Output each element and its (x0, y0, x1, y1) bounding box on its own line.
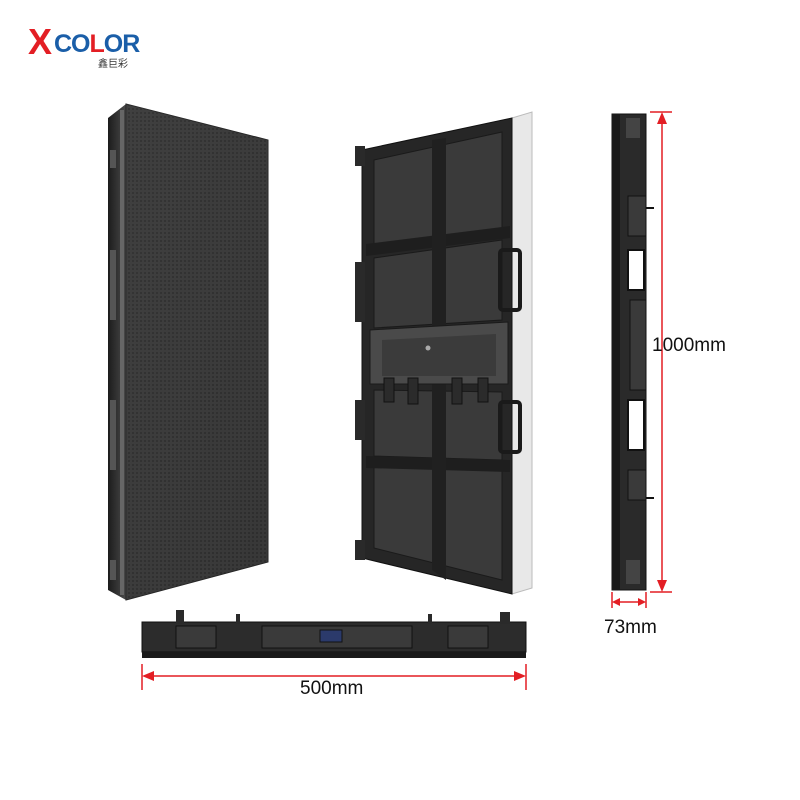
handle (498, 400, 522, 454)
side-view-profile (611, 113, 654, 591)
side-latch (110, 250, 116, 320)
logo-co: CO (54, 30, 90, 58)
height-dimension (650, 111, 672, 593)
logo-r: R (122, 30, 140, 58)
xcolor-logo: X COLOR 鑫巨彩 (28, 21, 148, 71)
logo-o: O (103, 30, 123, 58)
logo-l: L (89, 30, 105, 58)
handle (498, 248, 522, 312)
connector (477, 377, 489, 403)
front-view-panel (108, 103, 269, 601)
side-latch (110, 400, 116, 470)
connector (383, 377, 395, 403)
side-latch (110, 560, 116, 580)
width-dimension-label: 500mm (300, 678, 364, 699)
side-latch (110, 150, 116, 168)
depth-dimension (611, 592, 647, 608)
width-dimension (141, 664, 527, 690)
logo-chinese-name: 鑫巨彩 (98, 59, 128, 70)
logo-x-letter: X (28, 21, 53, 62)
height-dimension-label: 1000mm (652, 335, 726, 356)
depth-dimension-label: 73mm (604, 617, 657, 638)
logo-wordmark: COLOR (54, 30, 140, 58)
connector (407, 377, 419, 405)
rear-view-cabinet (355, 111, 533, 595)
top-view-profile (141, 610, 527, 658)
connector (451, 377, 463, 405)
